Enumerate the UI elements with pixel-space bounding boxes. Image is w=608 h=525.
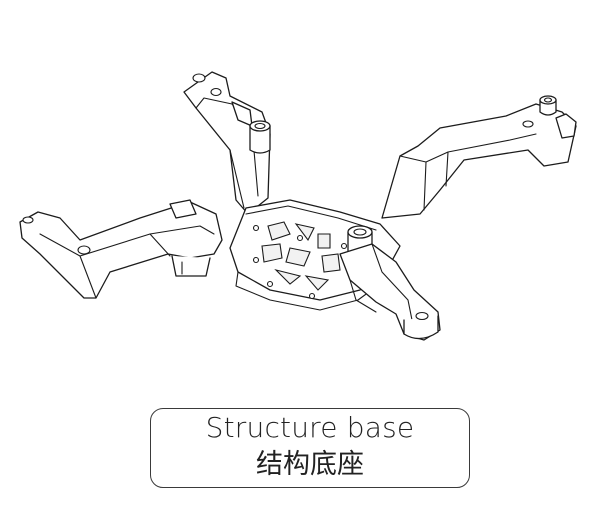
arm-back-left (183, 71, 271, 215)
structure-base-drawing (19, 71, 577, 341)
caption-chinese: 结构底座 (256, 449, 364, 480)
arm-back-right (381, 95, 577, 219)
arm-front-right (339, 243, 441, 341)
caption-box: Structure base 结构底座 (150, 408, 470, 488)
plate-cutouts (252, 221, 354, 300)
arm-front-left (19, 199, 223, 299)
caption-english: Structure base (205, 411, 415, 444)
standoff-post-back (249, 120, 271, 154)
